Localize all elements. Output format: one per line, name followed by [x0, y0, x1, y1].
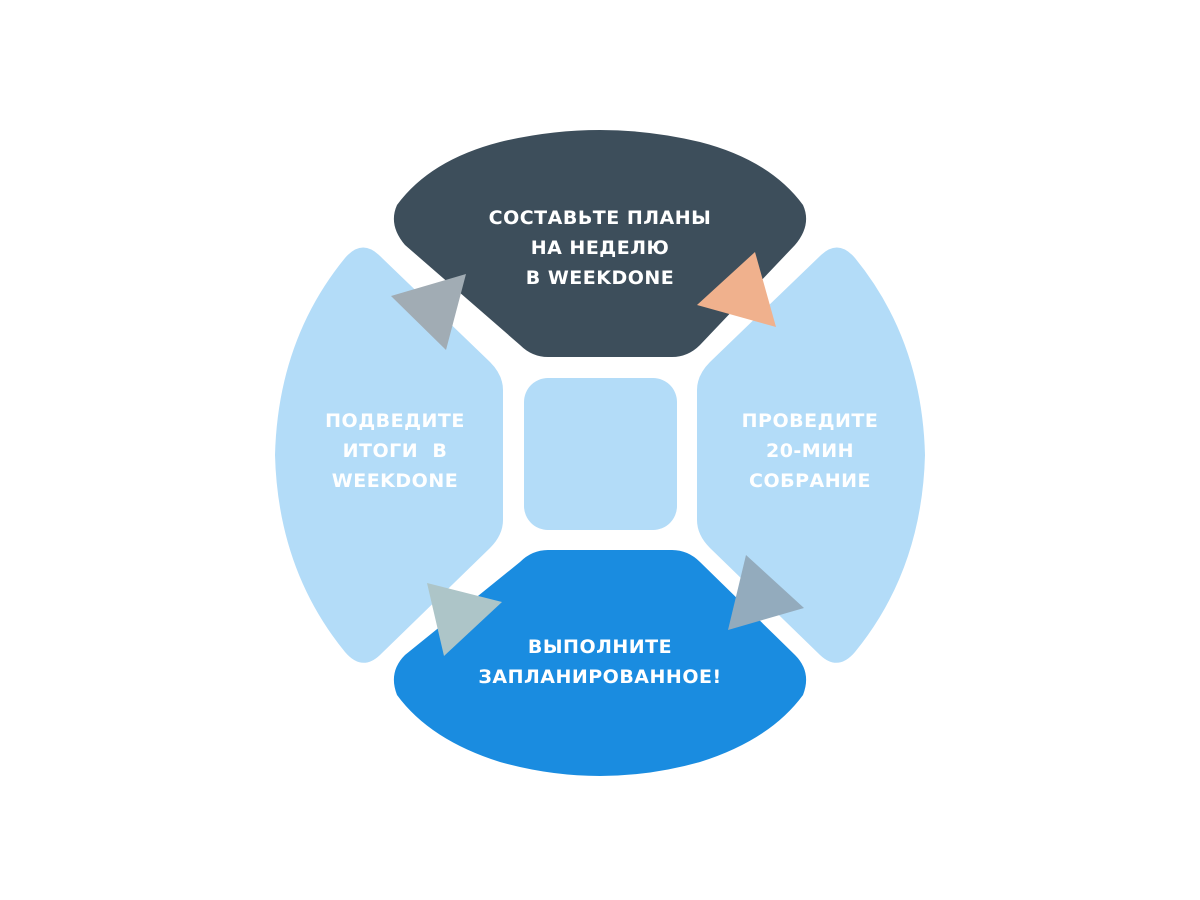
right-label-line-2: 20-мин: [765, 440, 855, 462]
top-segment-label: Составьте планы на неделю в Weekdone: [450, 203, 750, 293]
left-label-line-2: итоги в: [342, 440, 448, 462]
arrow-blue-gray-icon: [728, 555, 804, 630]
arrow-gray-icon: [391, 274, 466, 350]
right-label-line-1: Проведите: [741, 410, 879, 432]
bottom-segment-label: Выполните запланированное!: [450, 632, 750, 692]
right-segment: [697, 247, 925, 663]
bottom-label-line-1: Выполните: [527, 636, 673, 658]
right-segment-label: Проведите 20-мин собрание: [710, 406, 910, 496]
arrow-orange-icon: [697, 252, 776, 327]
top-label-line-3: в Weekdone: [525, 267, 675, 289]
left-label-line-3: Weekdone: [331, 470, 459, 492]
bottom-label-line-2: запланированное!: [478, 666, 722, 688]
top-label-line-1: Составьте планы: [488, 207, 712, 229]
left-segment: [275, 247, 503, 663]
arrow-teal-icon: [427, 583, 502, 656]
left-segment-label: Подведите итоги в Weekdone: [295, 406, 495, 496]
center-square: [524, 378, 677, 530]
right-label-line-3: собрание: [749, 470, 871, 492]
top-label-line-2: на неделю: [530, 237, 670, 259]
left-label-line-1: Подведите: [325, 410, 465, 432]
